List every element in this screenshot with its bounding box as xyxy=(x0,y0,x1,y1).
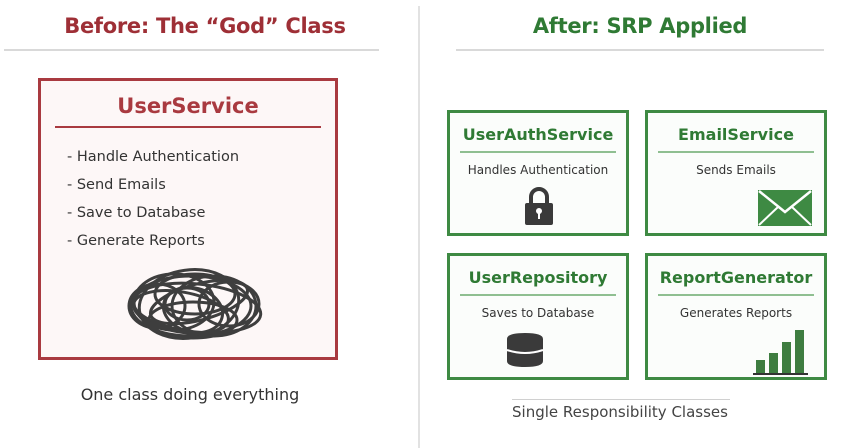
responsibility-item: - Save to Database xyxy=(67,205,206,221)
card-email-service: EmailService Sends Emails xyxy=(645,110,827,236)
card-rule xyxy=(658,294,814,296)
after-caption-rule xyxy=(512,399,730,400)
card-description: Generates Reports xyxy=(679,306,793,320)
responsibility-list: - Handle Authentication - Send Emails - … xyxy=(67,143,239,255)
responsibility-item: - Generate Reports xyxy=(67,233,205,249)
after-title: After: SRP Applied xyxy=(532,14,748,38)
before-title-divider xyxy=(4,49,379,51)
card-description: Saves to Database xyxy=(481,306,595,320)
after-title-divider xyxy=(456,49,824,51)
card-name: ReportGenerator xyxy=(659,268,813,287)
god-class-box: UserService - Handle Authentication - Se… xyxy=(38,78,338,360)
card-name: EmailService xyxy=(678,125,794,144)
card-report-generator: ReportGenerator Generates Reports xyxy=(645,253,827,380)
card-rule xyxy=(460,151,616,153)
card-description: Sends Emails xyxy=(696,163,776,177)
card-description: Handles Authentication xyxy=(467,163,609,177)
card-name: UserAuthService xyxy=(462,125,614,144)
responsibility-item: - Handle Authentication xyxy=(67,149,240,165)
card-rule xyxy=(460,294,616,296)
envelope-icon xyxy=(758,190,812,226)
panel-divider xyxy=(418,6,420,448)
after-caption: Single Responsibility Classes xyxy=(512,403,728,421)
before-caption: One class doing everything xyxy=(80,385,300,404)
before-title: Before: The “God” Class xyxy=(64,14,346,38)
responsibility-item: - Send Emails xyxy=(67,177,166,193)
tangled-scribble-icon xyxy=(127,268,263,340)
card-user-auth-service: UserAuthService Handles Authentication xyxy=(447,110,629,236)
god-class-name: UserService xyxy=(117,94,259,118)
card-rule xyxy=(658,151,814,153)
god-class-rule xyxy=(55,126,321,128)
bar-chart-icon xyxy=(753,330,808,375)
card-name: UserRepository xyxy=(468,268,608,287)
database-icon xyxy=(506,333,544,367)
card-user-repository: UserRepository Saves to Database xyxy=(447,253,629,380)
lock-icon xyxy=(525,187,553,225)
